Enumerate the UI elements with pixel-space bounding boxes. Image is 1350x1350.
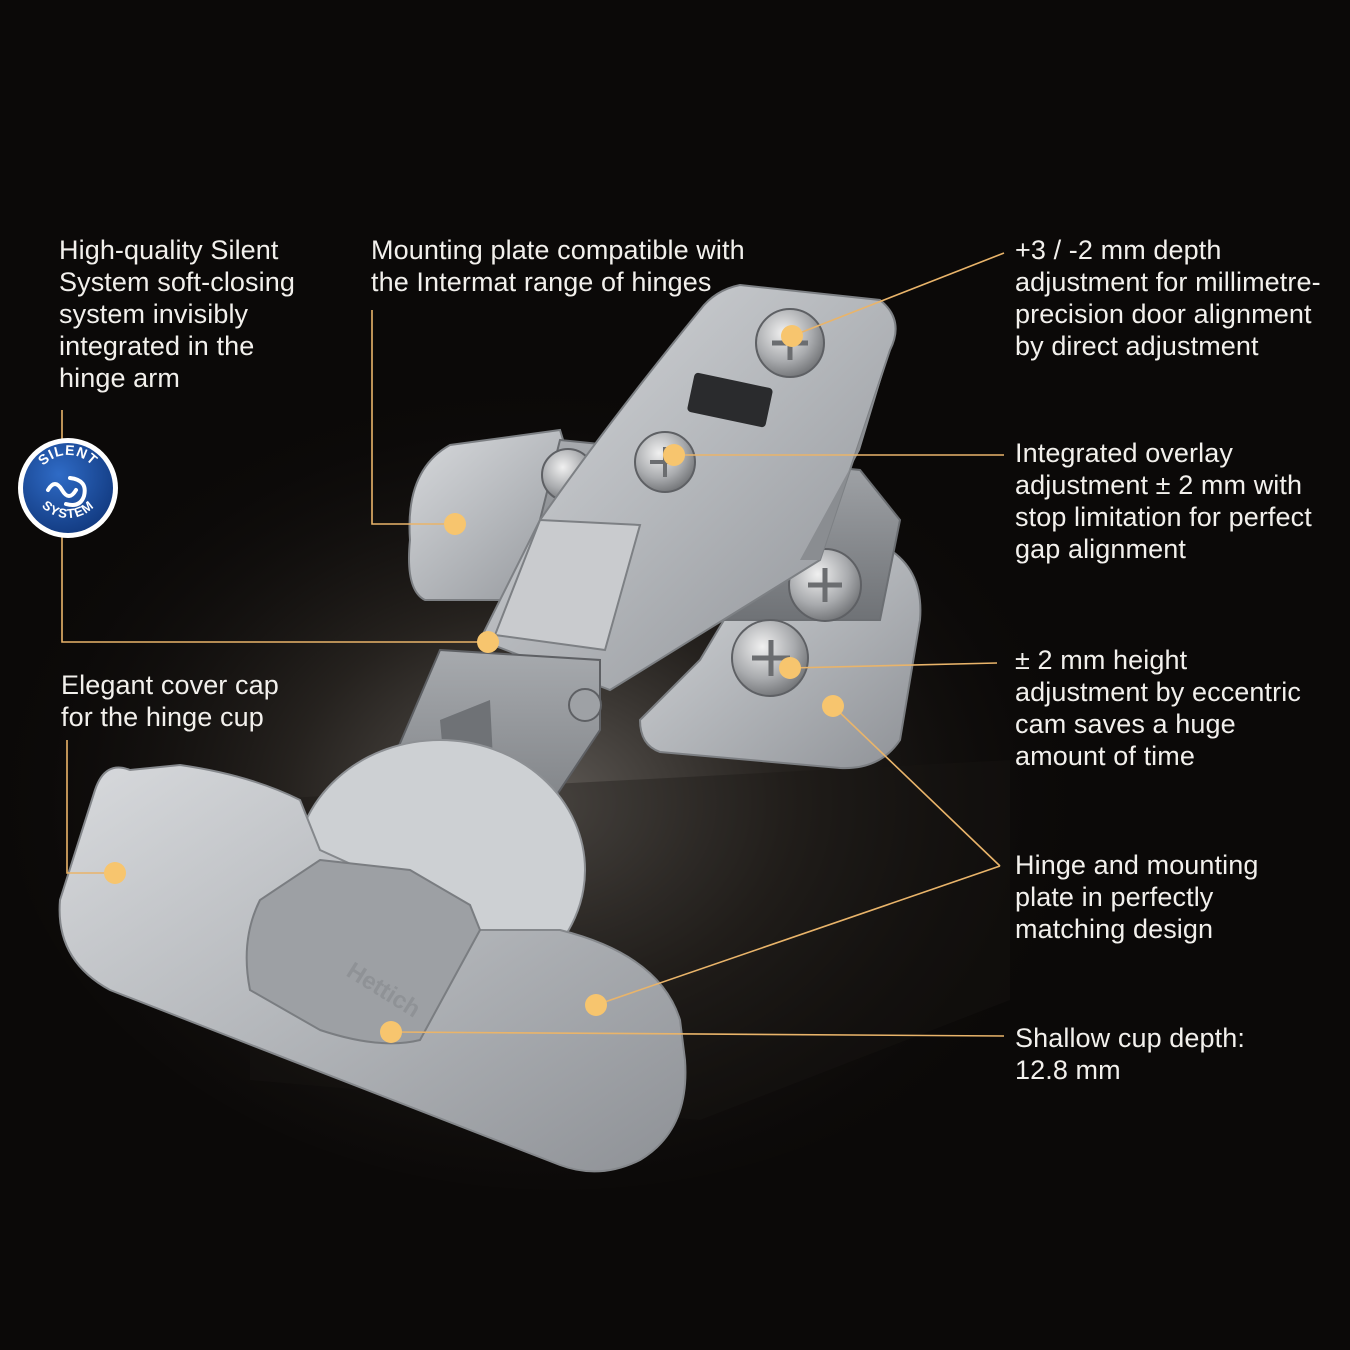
arm-slot — [687, 372, 773, 428]
callout-depth-adjustment: +3 / -2 mm depth adjustment for millimet… — [1015, 235, 1321, 361]
callout-cover-cap: Elegant cover cap for the hinge cup — [61, 670, 279, 732]
leader-cup — [390, 1031, 1005, 1037]
callout-height-adjustment: ± 2 mm height adjustment by eccentric ca… — [1015, 645, 1301, 771]
callout-matching-design: Hinge and mounting plate in perfectly ma… — [1015, 850, 1259, 944]
callout-dot-height — [779, 657, 801, 679]
leader-matching-cap — [595, 865, 1001, 1006]
leader-matching-plate — [832, 705, 1001, 867]
callout-dot-cup — [380, 1021, 402, 1043]
leader-plate — [371, 310, 455, 525]
cover-cap-well — [245, 858, 482, 1045]
callout-dot-matching-cap — [585, 994, 607, 1016]
knuckle-pin — [568, 688, 602, 722]
callout-dot-silent — [477, 631, 499, 653]
silent-system-badge: SILENT SYSTEM — [18, 438, 118, 538]
leader-cover — [66, 740, 115, 874]
leader-depth — [791, 252, 1005, 337]
badge-swirl-icon — [46, 476, 87, 507]
callout-overlay-adjustment: Integrated overlay adjustment ± 2 mm wit… — [1015, 438, 1312, 564]
leader-height — [789, 662, 998, 669]
arm-front-block — [493, 518, 642, 652]
callout-dot-matching-plate — [822, 695, 844, 717]
callout-dot-depth — [781, 325, 803, 347]
callout-dot-cover — [104, 862, 126, 884]
callout-cup-depth: Shallow cup depth: 12.8 mm — [1015, 1023, 1245, 1085]
callout-dot-overlay — [663, 444, 685, 466]
callout-silent-system: High-quality Silent System soft-closing … — [59, 235, 295, 393]
callout-mounting-plate: Mounting plate compatible with the Inter… — [371, 235, 745, 297]
callout-dot-plate — [444, 513, 466, 535]
